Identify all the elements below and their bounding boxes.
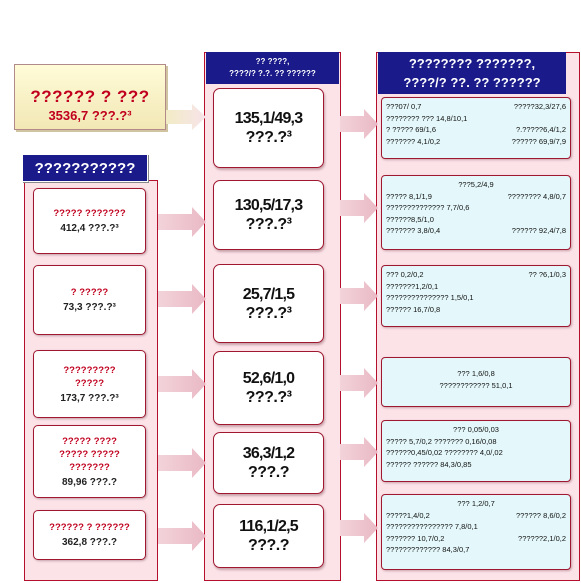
right-card: ??? 0,05/0,03 ????? 5,7/0,2 ??????? 0,16… <box>381 420 571 482</box>
right-card: ???07/ 0,7?????32,3/27,6 ???????? ??? 14… <box>381 97 571 159</box>
right-card-line: ????????????? 84,3/0,7 <box>386 545 470 554</box>
left-card-value: 89,96 ???.? <box>61 476 117 488</box>
center-card-value: 135,1/49,3 <box>234 110 303 127</box>
right-card-line: ??????? 10,7/0,2??????2,1/0,2 <box>386 533 566 543</box>
center-card-unit: ???.?³ <box>245 216 292 233</box>
right-card-line: ???????????? 51,0,1 <box>439 380 513 390</box>
right-card-line: ??????? 3,8/0,4?????? 92,4/7,8 <box>386 226 566 235</box>
left-card: ????? ???? ????? ????? ??????? 89,96 ???… <box>33 425 146 498</box>
left-card-value: 412,4 ???.?³ <box>60 223 119 234</box>
center-card-unit: ???.? <box>247 537 290 554</box>
center-card: 52,6/1,0 ???.?³ <box>213 351 324 425</box>
total-arrow <box>166 104 206 130</box>
center-card-value: 130,5/17,3 <box>234 197 303 214</box>
left-card: ????????? ????? 173,7 ???.?³ <box>33 350 146 418</box>
center-card-value: 36,3/1,2 <box>242 445 295 462</box>
right-card-line: ???????1,2/0,1 <box>386 281 439 291</box>
left-card-label: ? ????? <box>70 287 109 298</box>
center-card-unit: ???.?³ <box>245 129 292 146</box>
center-card-value: 52,6/1,0 <box>242 370 295 387</box>
right-card: ??? 1,2/0,7 ?????1,4/0,2?????? 8,6/0,2 ?… <box>381 494 571 570</box>
center-card: 36,3/1,2 ???.? <box>213 432 324 494</box>
right-card-line: ??????? 4,1/0,2?????? 69,9/7,9 <box>386 136 566 146</box>
right-card: ???5,2/4,9 ????? 8,1/1,9???????? 4,8/0,7… <box>381 175 571 250</box>
right-card-line: ? ????? 69/1,6?.?????6,4/1,2 <box>386 125 566 134</box>
right-card-line: ????? 5,7/0,2 ??????? 0,16/0,08 <box>386 436 497 446</box>
center-header-line: ?? ????, <box>255 57 290 66</box>
left-card-label: ?????? ? ?????? <box>49 522 130 533</box>
center-card: 130,5/17,3 ???.?³ <box>213 180 324 250</box>
right-card: ??? 1,6/0,8 ???????????? 51,0,1 <box>381 357 571 407</box>
right-card: ??? 0,2/0,2?? ?6,1/0,3 ???????1,2/0,1 ??… <box>381 265 571 327</box>
center-panel-header: ?? ????, ????/? ?.?. ?? ?????? <box>206 52 339 84</box>
center-card-value: 25,7/1,5 <box>242 285 295 303</box>
right-panel-header: ???????? ???????, ????/? ??. ?? ?????? <box>378 52 566 94</box>
center-card-unit: ???.?³ <box>245 389 292 406</box>
right-card-line: ?????1,4/0,2?????? 8,6/0,2 <box>386 510 566 520</box>
left-panel-header: ??????????? <box>22 154 148 182</box>
center-card-unit: ???.?³ <box>245 304 292 322</box>
right-card-line: ??? 0,2/0,2?? ?6,1/0,3 <box>386 270 566 279</box>
total-box: ?????? ? ??? 3536,7 ???.?³ <box>14 64 166 130</box>
right-card-line: ???????????????? 7,8/0,1 <box>386 522 478 531</box>
left-card-label: ????? <box>74 377 104 389</box>
total-title: ?????? ? ??? <box>30 87 150 106</box>
right-header-line: ????/? ??. ?? ?????? <box>403 75 541 90</box>
total-value: 3536,7 ???.?³ <box>48 108 132 123</box>
right-card-line: ???07/ 0,7?????32,3/27,6 <box>386 102 566 111</box>
right-card-line: ???5,2/4,9 <box>458 180 494 189</box>
left-card-label: ????? ????? <box>59 448 120 460</box>
right-card-line: ???????? ??? 14,8/10,1 <box>386 113 468 123</box>
left-card-label: ????????? <box>63 364 116 376</box>
center-header-line: ????/? ?.?. ?? ?????? <box>229 69 316 78</box>
right-card-line: ?????? 16,7/0,8 <box>386 304 441 314</box>
right-card-line: ??????????????? 1,5/0,1 <box>386 293 474 302</box>
right-card-line: ??????8,5/1,0 <box>386 214 434 224</box>
center-card-unit: ???.? <box>247 464 290 481</box>
right-card-line: ??? 1,6/0,8 <box>457 369 495 378</box>
right-card-line: ??????0,45/0,02 ???????? 4,0/,02 <box>386 448 503 457</box>
right-header-line: ???????? ???????, <box>408 56 536 71</box>
right-card-line: ??? 0,05/0,03 <box>453 425 499 434</box>
center-card-value: 116,1/2,5 <box>239 518 298 535</box>
right-card-line: ?????? ?????? 84,3/0,85 <box>386 459 472 469</box>
center-card: 116,1/2,5 ???.? <box>213 504 324 568</box>
left-card-label: ????? ??????? <box>53 208 126 219</box>
left-card: ????? ??????? 412,4 ???.?³ <box>33 188 146 254</box>
center-card: 25,7/1,5 ???.?³ <box>213 264 324 343</box>
left-card-value: 173,7 ???.?³ <box>60 392 119 404</box>
left-card-label: ????? ???? <box>62 435 117 447</box>
right-card-line: ?????????????? 7,7/0,6 <box>386 203 470 212</box>
left-card-value: 362,8 ???.? <box>61 537 117 548</box>
left-card: ?????? ? ?????? 362,8 ???.? <box>33 510 146 560</box>
center-card: 135,1/49,3 ???.?³ <box>213 88 324 168</box>
right-card-line: ????? 8,1/1,9???????? 4,8/0,7 <box>386 191 566 201</box>
right-card-line: ??? 1,2/0,7 <box>457 499 495 508</box>
left-card-label: ??????? <box>69 461 110 473</box>
left-card-value: 73,3 ???.?³ <box>63 302 116 313</box>
left-card: ? ????? 73,3 ???.?³ <box>33 265 146 335</box>
